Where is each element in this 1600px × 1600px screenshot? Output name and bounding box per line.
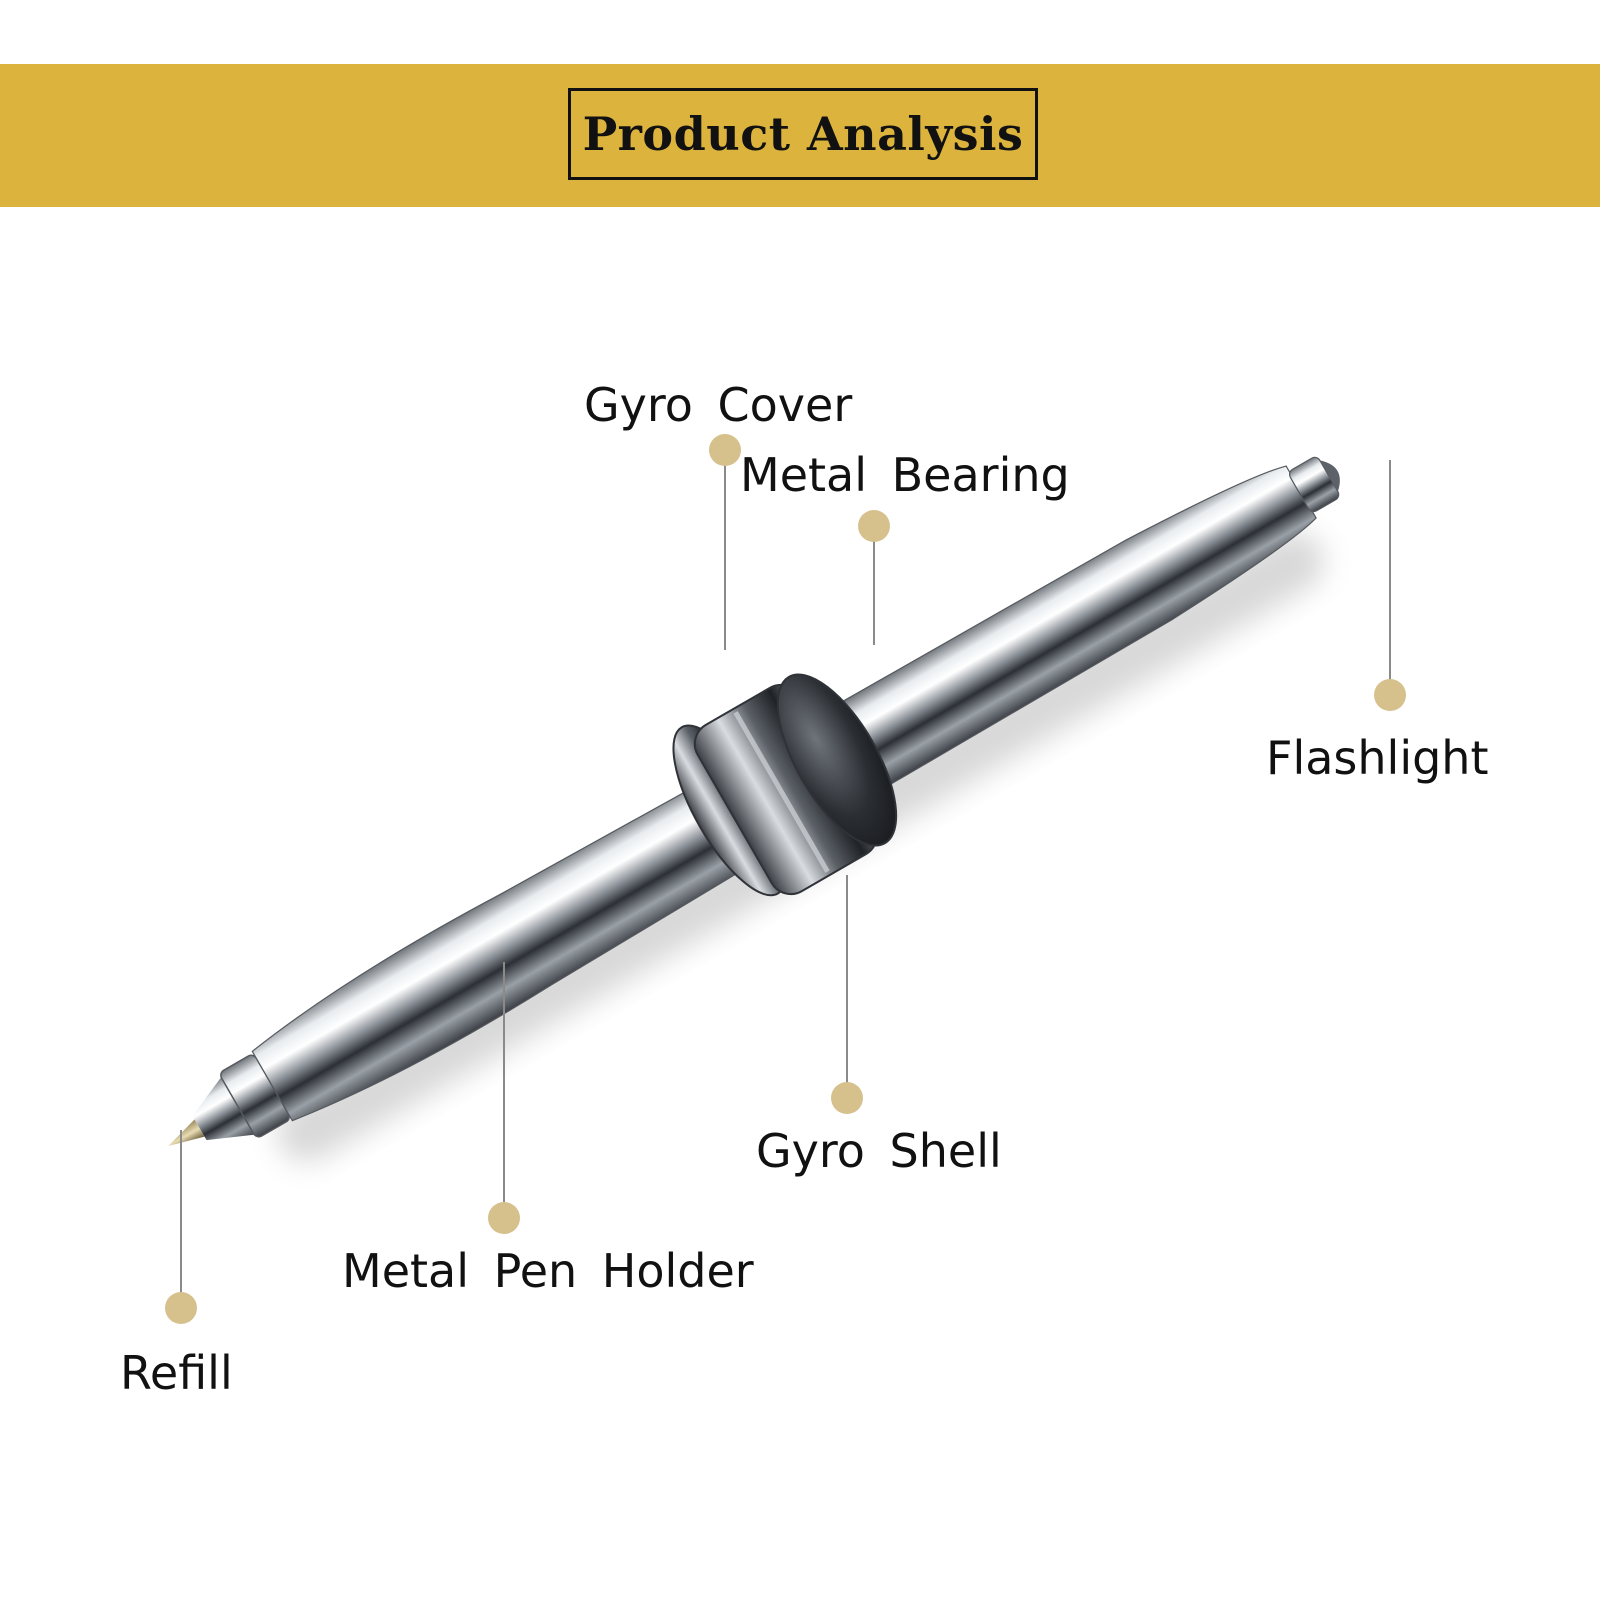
gyro-cover-dot [709,434,741,466]
page-title: Product Analysis [582,107,1024,161]
pen-rear-body [820,465,1317,798]
gyro-shell-label: Gyro Shell [756,1124,1002,1178]
refill-dot [165,1292,197,1324]
refill-tip [168,1119,205,1146]
callout-dots [165,434,1406,1324]
gyro-shell-face [776,673,898,847]
flashlight-dot [1374,679,1406,711]
metal-pen-holder-dot [488,1202,520,1234]
flashlight-label: Flashlight [1266,731,1489,785]
refill-label: Refill [120,1346,233,1400]
callout-leaders [180,450,1391,1308]
metal-bearing-line [733,711,830,873]
metal-pen-holder-label: Metal Pen Holder [342,1244,754,1298]
flashlight-lens [1319,460,1340,492]
gyro-shell-dot [831,1082,863,1114]
pen-holder-body [251,782,750,1122]
header-banner [0,64,1600,207]
title-box: Product Analysis [568,88,1038,180]
metal-bearing-dot [858,510,890,542]
metal-bearing-label: Metal Bearing [740,448,1070,502]
spinner-pen [168,456,1340,1146]
gyro-cover-label: Gyro Cover [584,378,853,432]
pen-front-cone [192,1075,257,1141]
